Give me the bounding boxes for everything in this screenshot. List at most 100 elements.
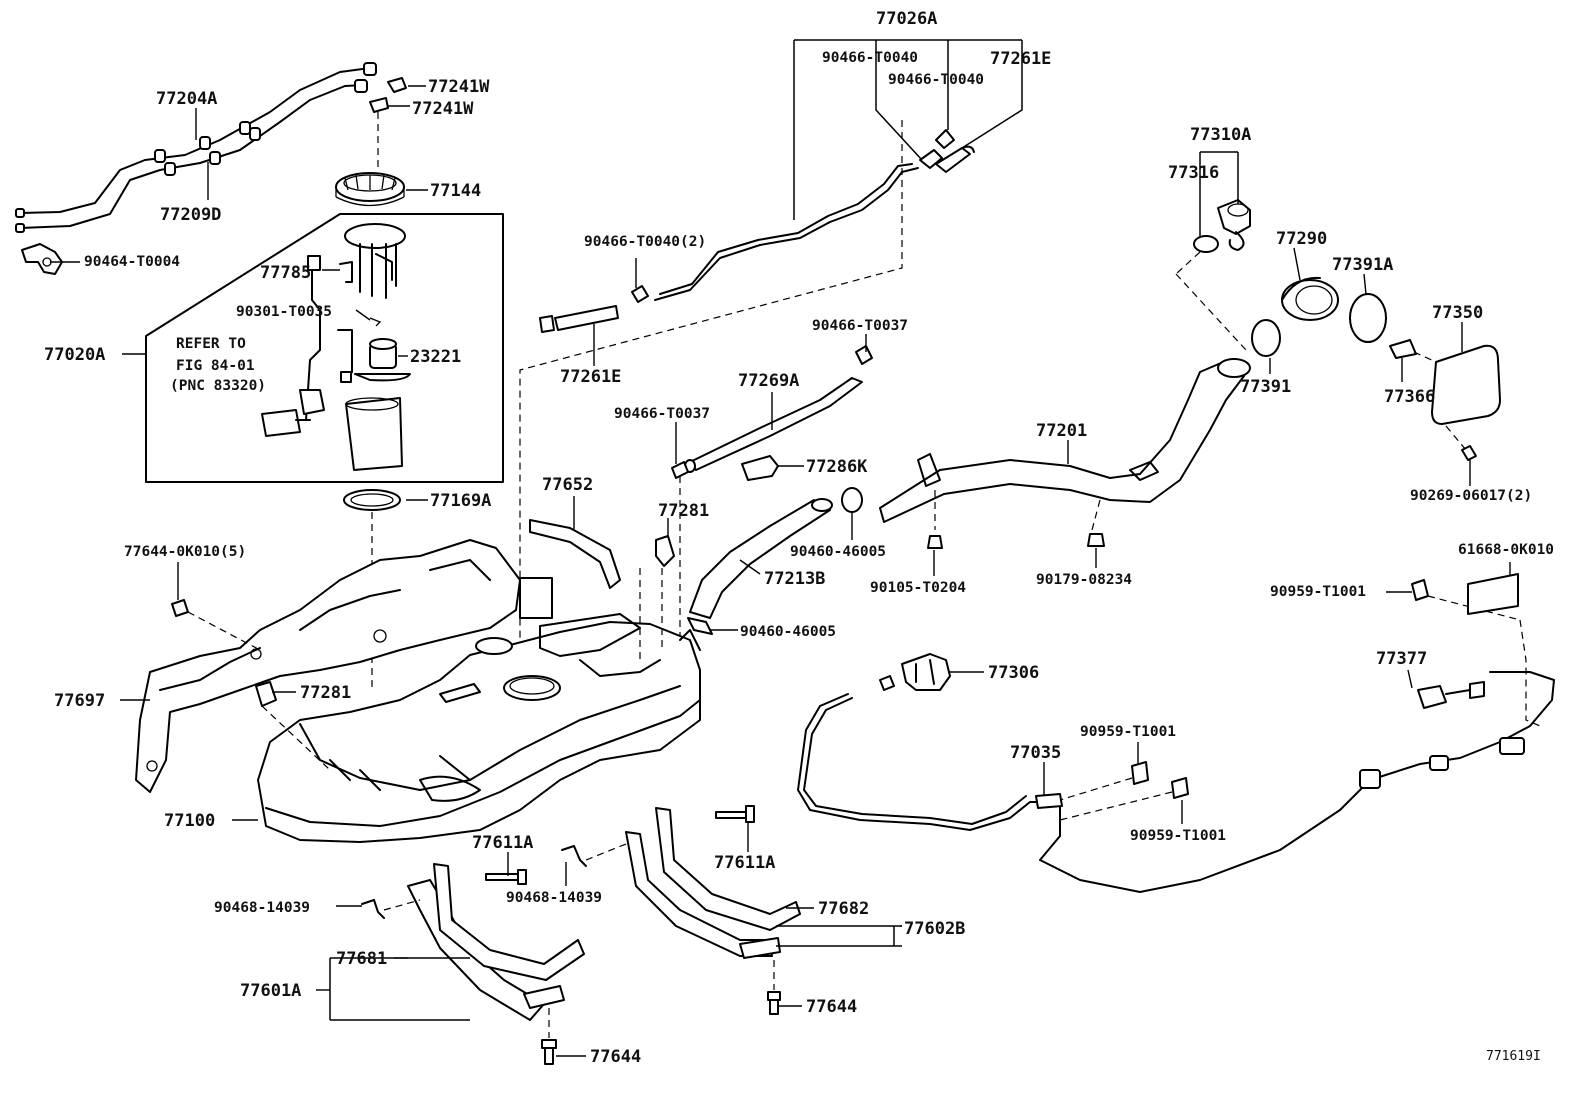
hose-77269A [671,345,873,650]
fuel-lid-opener-cable-77035 [797,671,1555,893]
protector-77652 [529,519,621,589]
label-77261E-b: 77261E [560,367,621,387]
label-90269-06017: 90269-06017(2) [1410,488,1532,504]
refer-note-line2: FIG 84-01 [176,358,255,374]
heat-insulator-77697 [135,539,553,793]
release-77377 [1417,681,1485,709]
label-77611A-b: 77611A [714,853,775,873]
bracket-77306 [879,653,951,691]
label-77241W-a: 77241W [428,77,490,97]
label-77286K: 77286K [806,457,868,477]
label-77391: 77391 [1240,377,1291,397]
label-77213B: 77213B [764,569,825,589]
label-77169A: 77169A [430,491,491,511]
label-23221: 23221 [410,347,461,367]
part-labels: 77026A 90466-T0040 77261E 90466-T0040 77… [44,9,1554,1067]
nut-90179-08234 [1087,533,1105,547]
clip-77281-lower [255,681,331,771]
illustration-id: 771619I [1486,1049,1541,1064]
bolt-77611A-left [485,869,527,885]
label-61668-0k010: 61668-0K010 [1458,542,1554,558]
label-77681: 77681 [336,949,387,969]
label-90466-t0040-2: 90466-T0040(2) [584,234,706,250]
clips-90959-t1001 [1059,761,1189,821]
bracket-77310A [1199,151,1239,236]
label-77100: 77100 [164,811,215,831]
fuel-cap-77310A [1175,199,1251,351]
label-77350: 77350 [1432,303,1483,323]
filler-neck-77290 [1281,276,1339,321]
label-77644-a: 77644 [806,997,857,1017]
filler-pipe-77201 [879,358,1251,531]
label-77644-b: 77644 [590,1047,641,1067]
dash-vent-to-tank [519,120,903,650]
label-77377: 77377 [1376,649,1427,669]
label-90466-t0037-a: 90466-T0037 [812,318,908,334]
label-77316: 77316 [1168,163,1219,183]
hose-clamp-upper [841,487,863,513]
label-77644-0k010: 77644-0K010(5) [124,544,246,560]
label-77144: 77144 [430,181,481,201]
clip-90468-14039-left [361,899,421,919]
label-90959-t1001-c: 90959-T1001 [1130,828,1226,844]
label-77306: 77306 [988,663,1039,683]
label-90179-08234: 90179-08234 [1036,572,1132,588]
label-77281-a: 77281 [658,501,709,521]
clips-77241W [369,77,407,170]
label-90105-t0204: 90105-T0204 [870,580,966,596]
vent-tube-77026A [539,129,975,333]
label-90460-46005-b: 90460-46005 [740,624,836,640]
label-90464-t0004: 90464-T0004 [84,254,180,270]
dash-cable [1519,619,1541,727]
label-77366: 77366 [1384,387,1435,407]
label-77281-b: 77281 [300,683,351,703]
fuel-tank-77100 [257,613,701,843]
label-90301-t0035: 90301-T0035 [236,304,332,320]
fuel-door-77350 [1389,339,1501,461]
label-77241W-b: 77241W [412,99,474,119]
label-77652: 77652 [542,475,593,495]
clamp-77286K [741,455,779,481]
fuel-pump-assembly-box [145,213,504,483]
bolt-90105-t0204 [927,535,943,549]
label-77697: 77697 [54,691,105,711]
label-90460-46005-a: 90460-46005 [790,544,886,560]
label-90468-14039-b: 90468-14039 [506,890,602,906]
bolt-77611A-right [715,805,755,823]
label-90959-t1001-a: 90959-T1001 [1270,584,1366,600]
label-77269A: 77269A [738,371,799,391]
bracket-77026A [793,39,1023,220]
label-77035: 77035 [1010,743,1061,763]
label-77261E-a: 77261E [990,49,1051,69]
filler-hose-77213B [687,498,833,635]
fuel-tube-assembly-77204A [15,62,377,233]
label-77204A: 77204A [156,89,217,109]
label-77601A: 77601A [240,981,301,1001]
label-90468-14039-a: 90468-14039 [214,900,310,916]
refer-note-line3: (PNC 83320) [170,378,266,394]
label-77026A: 77026A [876,9,937,29]
label-61668-0k010 [1467,573,1519,615]
clip-90468-14039-right [561,843,627,867]
tank-band-77602B [625,807,801,959]
leader-lines [50,85,1511,1057]
gasket-77391A [1349,293,1387,343]
clip-77644-0k010 [171,599,261,651]
label-90466-t0037-b: 90466-T0037 [614,406,710,422]
label-77602B: 77602B [904,919,965,939]
label-77290: 77290 [1276,229,1327,249]
clip-90464-t0004 [21,243,63,275]
clip-90959-t1001-upper [1411,579,1521,621]
label-90466-t0040-a: 90466-T0040 [822,50,918,66]
bracket-77602B [776,925,902,947]
refer-note-line1: REFER TO [176,336,246,352]
gasket-77169A [343,489,401,690]
bolt-77644-left [541,1008,557,1065]
label-77310A: 77310A [1190,125,1251,145]
label-77611A-a: 77611A [472,833,533,853]
bolt-77644-right [767,960,781,1015]
retainer-ring-77144 [335,172,405,207]
label-77785: 77785 [260,263,311,283]
label-77682: 77682 [818,899,869,919]
